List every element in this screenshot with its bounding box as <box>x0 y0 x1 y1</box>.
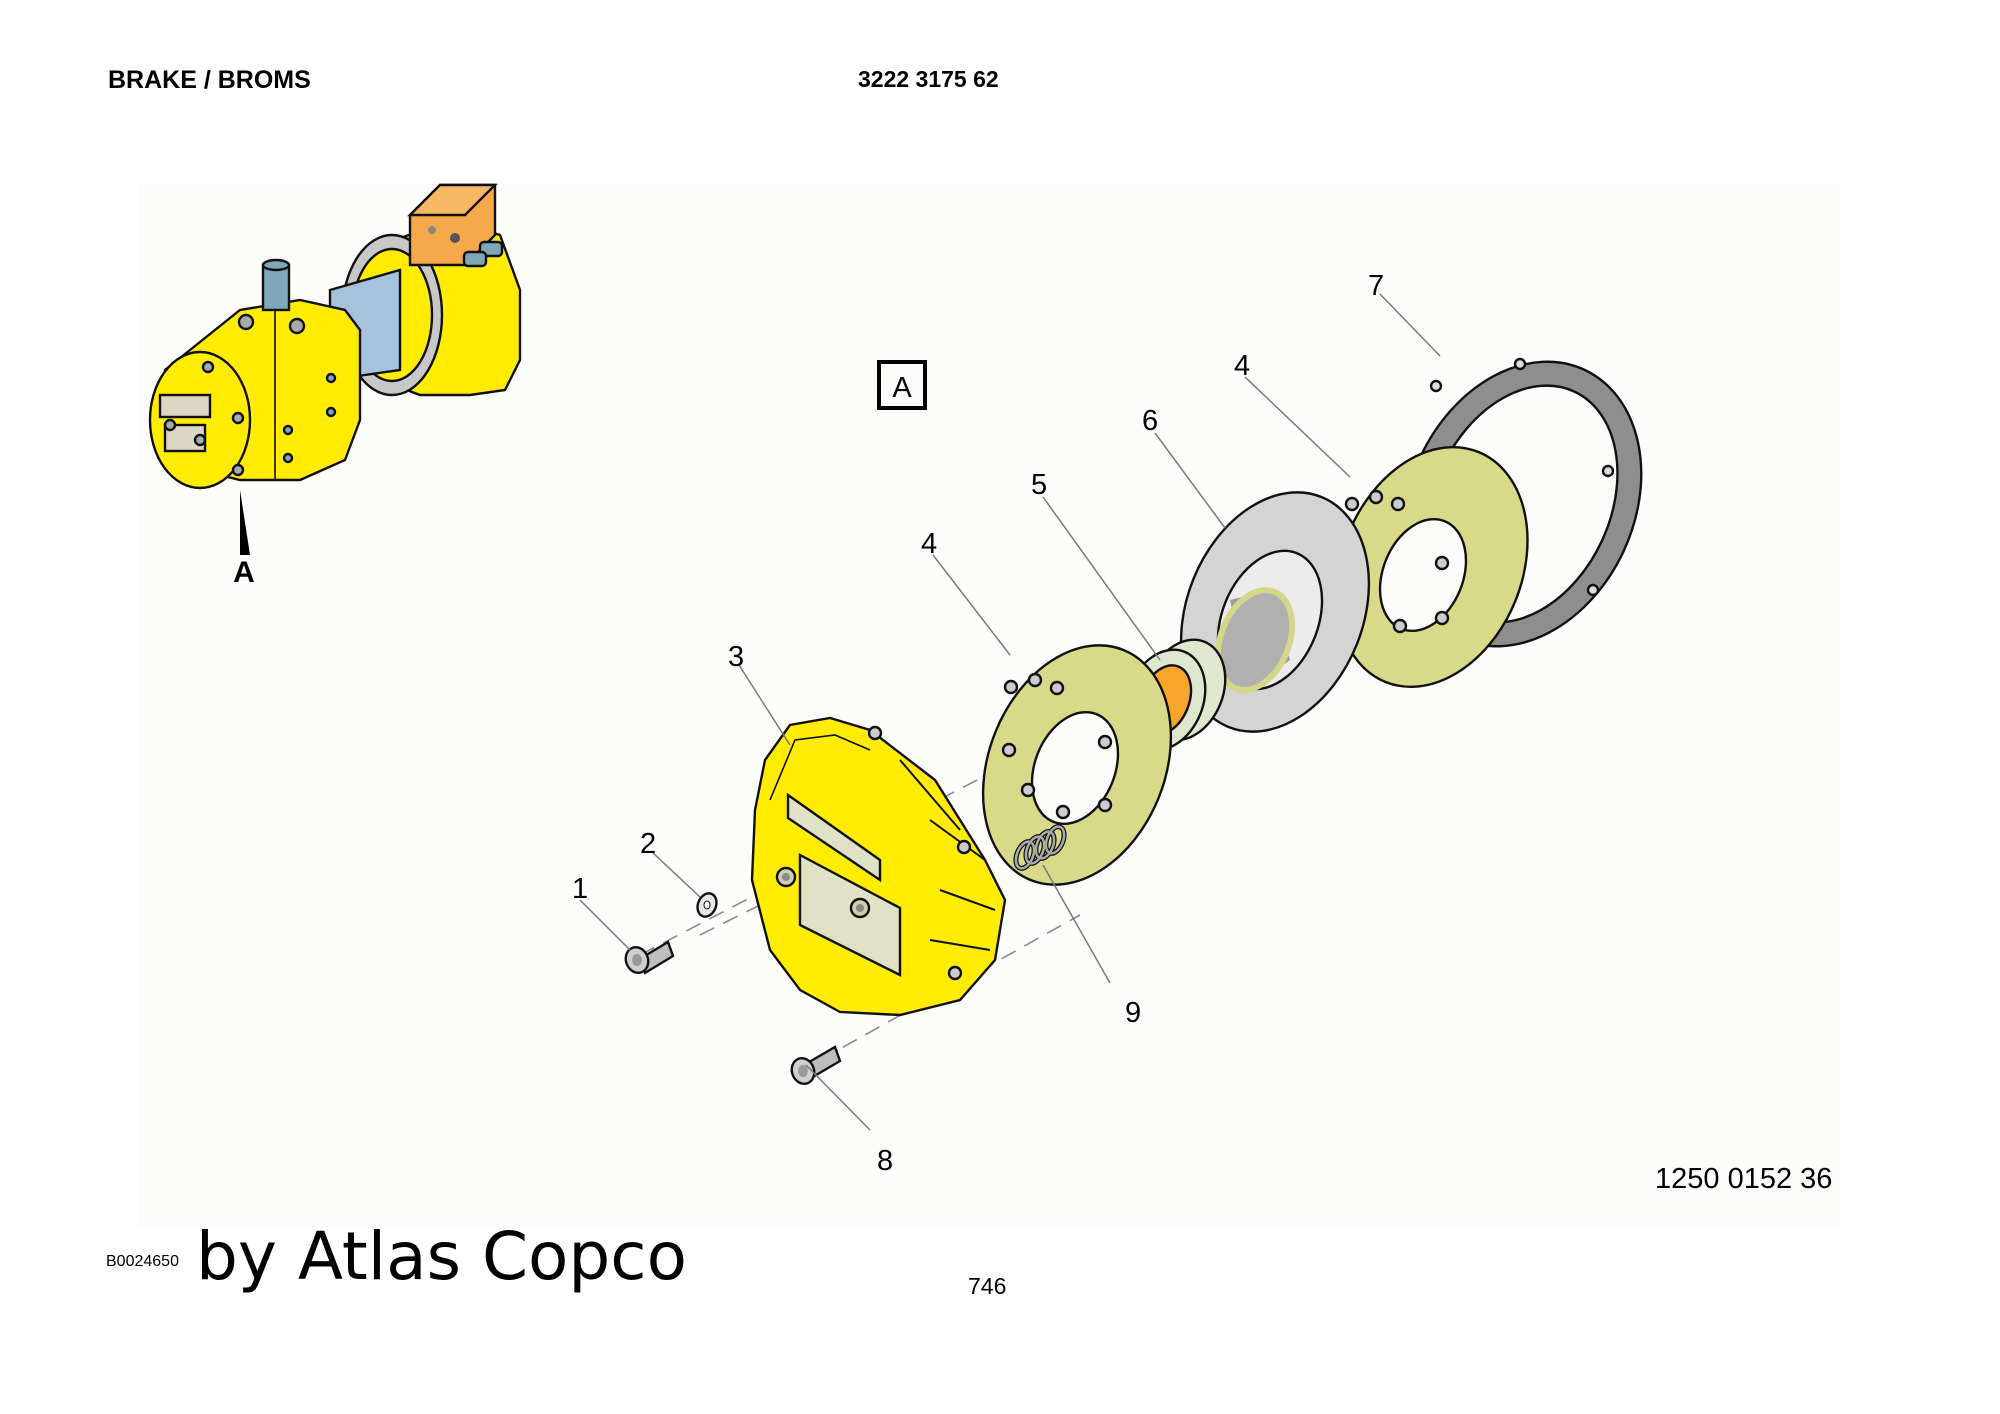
part-number: 3222 3175 62 <box>858 66 999 92</box>
view-arrow <box>240 490 250 555</box>
callout-2: 2 <box>640 828 656 860</box>
leader-9 <box>1042 864 1111 984</box>
label-plate-upper <box>786 792 882 883</box>
winch-assembly-overview: A <box>148 183 522 589</box>
label-plate-lower <box>798 853 902 977</box>
callout-4-rear: 4 <box>1234 350 1250 382</box>
leader-6 <box>1154 432 1226 529</box>
drawing-reference-number: 1250 0152 36 <box>1655 1163 1833 1195</box>
leader-8 <box>805 1064 871 1131</box>
part-screw-8 <box>790 1045 842 1085</box>
part-friction-disc-rear <box>1335 445 1529 689</box>
part-brake-housing <box>750 716 1007 1017</box>
detail-box-label: A <box>892 372 912 404</box>
part-spring <box>1013 824 1067 871</box>
leader-4-rear <box>1244 376 1351 478</box>
top-fitting <box>261 263 291 312</box>
callout-4-front: 4 <box>921 528 937 560</box>
callout-1: 1 <box>572 873 588 905</box>
view-marker-a: A <box>233 556 255 589</box>
lower-axis <box>819 914 1081 1061</box>
callout-3: 3 <box>728 641 744 673</box>
leader-3 <box>738 664 791 746</box>
leader-2 <box>651 851 701 898</box>
brand-watermark: by Atlas Copco <box>196 1218 687 1295</box>
part-friction-disc-front <box>981 644 1173 886</box>
leader-7 <box>1379 293 1441 357</box>
leader-4-front <box>932 554 1011 656</box>
callout-7: 7 <box>1368 270 1384 302</box>
leader-5 <box>1042 496 1161 661</box>
page-number: 746 <box>968 1273 1007 1299</box>
callout-6: 6 <box>1142 405 1158 437</box>
detail-box: A <box>877 360 927 410</box>
callout-9: 9 <box>1125 997 1141 1029</box>
callout-8: 8 <box>877 1145 893 1177</box>
leader-1 <box>579 899 631 951</box>
part-washer <box>696 892 718 918</box>
callout-5: 5 <box>1031 469 1047 501</box>
section-title: BRAKE / BROMS <box>108 66 311 94</box>
part-screw-1 <box>624 940 675 975</box>
part-brake-disc <box>1179 491 1371 733</box>
image-code: B0024650 <box>106 1253 179 1270</box>
